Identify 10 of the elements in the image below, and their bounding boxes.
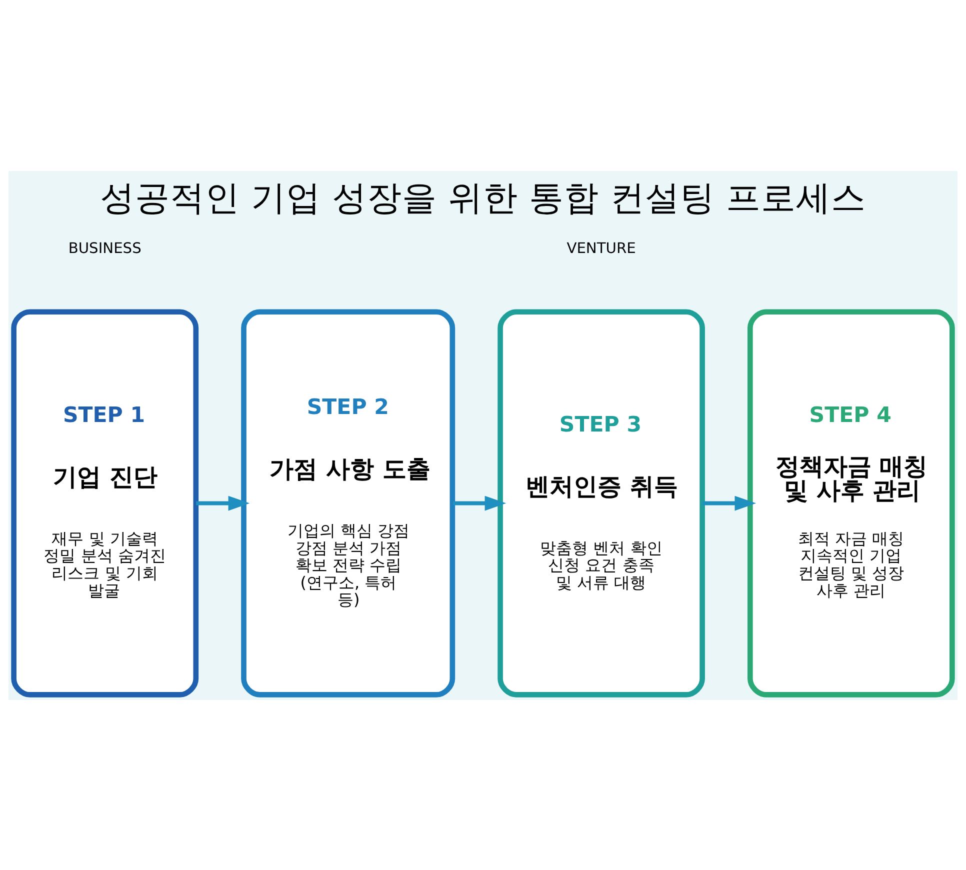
node-box: STEP 2 가점 사항 도출 기업의 핵심 강점 강점 분석 가점 확보 전략 수립 (연구소, 특허 등)	[241, 308, 456, 697]
arrow	[452, 495, 506, 510]
arrow	[702, 495, 756, 510]
diagram-title: 성공적인 기업 성장을 위한 통합 컨설팅 프로세스	[100, 178, 866, 218]
node-box: STEP 1 기업 진단 재무 및 기술력 정밀 분석 숨겨진 리스크 및 기회 발굴	[11, 308, 199, 697]
label: BUSINESS	[68, 240, 142, 257]
label: VENTURE	[566, 240, 636, 257]
node-box: STEP 4 정책자금 매칭 및 사후 관리 최적 자금 매칭 지속적인 기업 컨설팅 및 성장 사후 관리	[748, 308, 955, 697]
node-box: STEP 3 벤처인증 취득 맞춤형 벤처 확인 신청 요건 충족 및 서류 대행	[498, 308, 705, 697]
arrow	[196, 495, 250, 510]
